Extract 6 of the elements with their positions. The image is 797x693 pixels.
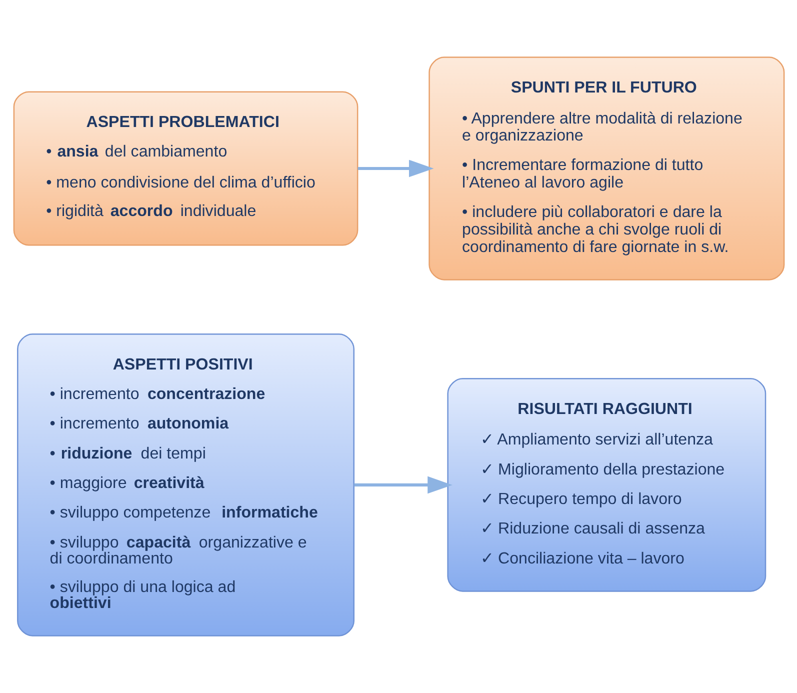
node-box: RISULTATI RAGGIUNTI ✓ Ampliamento servizi all’utenza ✓ Miglioramento della prestazione ✓ Recupero tempo di lavoro ✓ Riduzione causali di assenza ✓ Conciliazione vita – lavoro <box>446 378 766 592</box>
node-box: ASPETTI PROBLEMATICI • ansia del cambiamento • meno condivisione del clima d’ufficio • rigidità accordo individuale <box>12 91 358 246</box>
arrow <box>357 160 434 178</box>
arrow <box>354 476 452 494</box>
node-box: ASPETTI POSITIVI • incremento concentrazione • incremento autonomia • riduzione dei tempi • maggiore creatività • sviluppo competenze informatiche • sviluppo capacità organizzative e di coordinamento • sviluppo di una logica ad obiettivi <box>16 334 354 636</box>
node-box: SPUNTI PER IL FUTURO • Apprendere altre modalità di relazione e organizzazione • Incrementare formazione di tutto l’Ateneo al lavoro agile • includere più collaboratori e dare la possibilità anche a chi svolge ruoli di coordinamento di fare giornate in s.w. <box>428 56 784 280</box>
